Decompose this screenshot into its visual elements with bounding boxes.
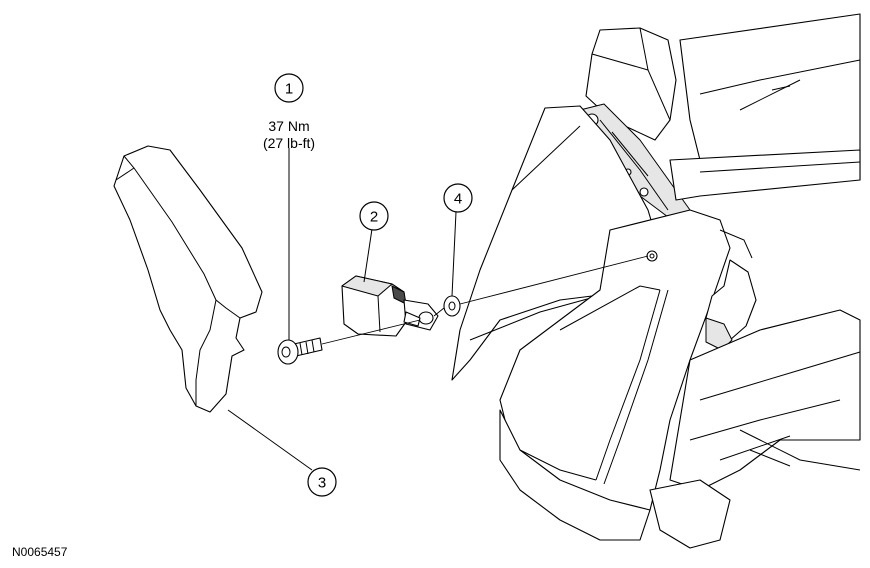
- washer: [443, 295, 461, 317]
- washer-ring: [443, 295, 461, 317]
- callout-2-label: 2: [370, 209, 378, 226]
- figure-id: N0065457: [12, 545, 68, 559]
- floor-bracket: [649, 479, 731, 549]
- seat-frame-rail: [669, 149, 861, 201]
- callout-2: 2: [359, 201, 389, 231]
- trim-panel-body: [113, 145, 263, 413]
- callout-1: 1: [274, 73, 304, 103]
- callout-1-label: 1: [285, 81, 293, 98]
- callout-3: 3: [307, 467, 337, 497]
- side-trim-panel: [113, 145, 263, 413]
- bolt-head: [277, 339, 299, 365]
- callout-3-label: 3: [318, 475, 326, 492]
- torque-imperial: (27 lb-ft): [263, 135, 315, 151]
- callout-4: 4: [443, 183, 473, 213]
- buckle-anchor-hole: [418, 311, 434, 325]
- belt-anchor-hole: [646, 250, 658, 262]
- leader-4: [451, 211, 457, 297]
- bolt: [277, 337, 323, 365]
- leader-2: [363, 228, 373, 283]
- seat-assembly: [451, 13, 861, 549]
- buckle-face: [341, 275, 393, 297]
- seat-cushion-side: [451, 105, 661, 381]
- leader-3: [227, 409, 313, 471]
- torque-metric: 37 Nm: [268, 118, 309, 134]
- seat-cushion-base: [499, 409, 651, 541]
- seat-belt-buckle: [341, 275, 439, 337]
- callout-4-label: 4: [454, 191, 462, 208]
- hinge-rivet: [639, 187, 649, 197]
- assembly-axis: [321, 255, 649, 345]
